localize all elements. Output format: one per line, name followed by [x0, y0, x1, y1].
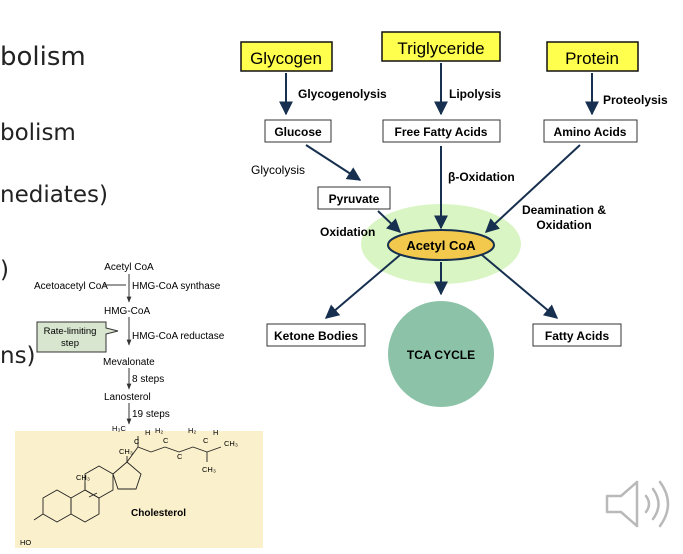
deamination-label-1: Deamination & — [522, 203, 606, 217]
oxidation-label: Oxidation — [320, 225, 375, 239]
protein-label: Protein — [565, 49, 619, 68]
cholesterol-label: Cholesterol — [131, 508, 186, 519]
path-acetoacetyl-coa: Acetoacetyl CoA — [34, 281, 108, 292]
cholesterol-structure-box: HO CH₃ CH₃ H₃C C H H₂ C C H₂ C H CH₃ CH₃… — [15, 424, 263, 548]
structure-ho: HO — [20, 538, 31, 547]
arrow-acetyl-fatty — [481, 254, 559, 319]
structure-ch3-side: CH₃ — [202, 465, 216, 474]
arrow-pyruvate-acetyl — [377, 210, 402, 233]
pyruvate-label: Pyruvate — [329, 192, 380, 206]
tca-cycle-label: TCA CYCLE — [407, 348, 475, 362]
cholesterol-skeleton — [33, 436, 222, 523]
lipolysis-label: Lipolysis — [449, 87, 501, 101]
arrow-glucose-pyruvate — [305, 144, 362, 181]
structure-h2-b: H₂ — [188, 426, 196, 435]
amino-acids-box: Amino Acids — [543, 119, 638, 143]
path-acetyl-coa: Acetyl CoA — [104, 262, 154, 273]
structure-c3: C — [177, 452, 183, 461]
deamination-label-2: Oxidation — [536, 218, 591, 232]
path-mevalonate: Mevalonate — [103, 357, 155, 368]
cholesterol-pathway: Acetyl CoA Acetoacetyl CoA HMG-CoA synth… — [34, 262, 225, 425]
structure-ch3-mid: CH₃ — [119, 447, 133, 456]
rate-limiting-line2: step — [61, 338, 79, 349]
proteolysis-label: Proteolysis — [603, 93, 668, 107]
glycogen-label: Glycogen — [250, 49, 322, 68]
ketone-bodies-box: Ketone Bodies — [266, 323, 366, 347]
arrow-acetyl-ketone — [324, 254, 401, 319]
structure-h3c: H₃C — [112, 424, 126, 433]
bullet-fragment-1: bolism — [0, 120, 76, 146]
glycogenolysis-label: Glycogenolysis — [298, 87, 387, 101]
glycogen-box: Glycogen — [240, 41, 333, 72]
acetyl-coa-label: Acetyl CoA — [406, 238, 476, 253]
path-enzyme-synthase: HMG-CoA synthase — [132, 281, 221, 292]
glucose-label: Glucose — [274, 125, 322, 139]
bullet-fragment-3: ) — [0, 257, 9, 283]
structure-ch3-left: CH₃ — [76, 473, 90, 482]
path-hmg-coa: HMG-CoA — [104, 306, 150, 317]
free-fatty-acids-label: Free Fatty Acids — [395, 125, 488, 139]
path-lanosterol: Lanosterol — [104, 392, 151, 403]
structure-c4: C — [203, 436, 209, 445]
pyruvate-box: Pyruvate — [317, 186, 391, 210]
structure-h1: H — [145, 428, 150, 437]
triglyceride-box: Triglyceride — [381, 31, 501, 62]
ketone-bodies-label: Ketone Bodies — [274, 329, 358, 343]
fatty-acids-box: Fatty Acids — [532, 323, 622, 347]
tca-cycle-node: TCA CYCLE — [388, 301, 494, 407]
structure-c1: C — [134, 437, 140, 446]
path-steps-8: 8 steps — [132, 374, 164, 385]
path-enzyme-reductase: HMG-CoA reductase — [132, 331, 225, 342]
acetyl-coa-node: Acetyl CoA — [387, 229, 495, 261]
glucose-box: Glucose — [264, 119, 332, 143]
triglyceride-label: Triglyceride — [397, 39, 484, 58]
path-steps-19: 19 steps — [132, 409, 170, 420]
structure-ch3-right: CH₃ — [224, 439, 238, 448]
slide-heading-fragment: bolism — [0, 42, 86, 72]
speaker-icon[interactable] — [601, 476, 677, 532]
rate-limiting-note: Rate-limiting step — [36, 321, 119, 353]
bullet-fragment-2: nediates) — [0, 182, 108, 208]
fatty-acids-label: Fatty Acids — [545, 329, 610, 343]
glycolysis-label: Glycolysis — [251, 163, 305, 177]
free-fatty-acids-box: Free Fatty Acids — [382, 119, 501, 143]
rate-limiting-line1: Rate-limiting — [44, 326, 97, 337]
beta-oxidation-label: β-Oxidation — [448, 170, 515, 184]
bullet-fragment-4: ns) — [0, 343, 36, 369]
structure-c2: C — [163, 436, 169, 445]
arrow-amino-acetyl — [484, 144, 581, 233]
amino-acids-label: Amino Acids — [554, 125, 627, 139]
structure-h2-a: H₂ — [155, 426, 163, 435]
protein-box: Protein — [546, 41, 639, 72]
structure-h2: H — [213, 428, 218, 437]
